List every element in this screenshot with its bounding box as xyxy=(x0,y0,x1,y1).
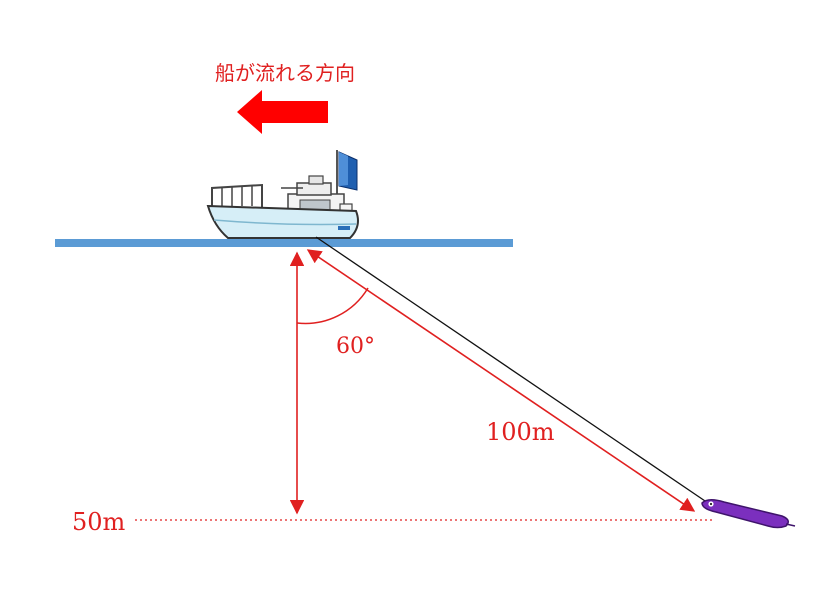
drift-direction-label: 船が流れる方向 xyxy=(215,61,355,85)
squid-lure-icon xyxy=(701,499,796,529)
line-length-label: 100m xyxy=(486,418,555,446)
depth-label: 50m xyxy=(72,508,126,536)
fishing-line xyxy=(315,236,709,504)
line-length-arrow xyxy=(306,249,696,512)
angle-label: 60° xyxy=(336,334,375,359)
fishing-boat-icon xyxy=(206,150,359,239)
left-arrow-icon xyxy=(237,90,328,134)
water-surface-line xyxy=(55,239,513,247)
angle-arc xyxy=(296,287,369,325)
